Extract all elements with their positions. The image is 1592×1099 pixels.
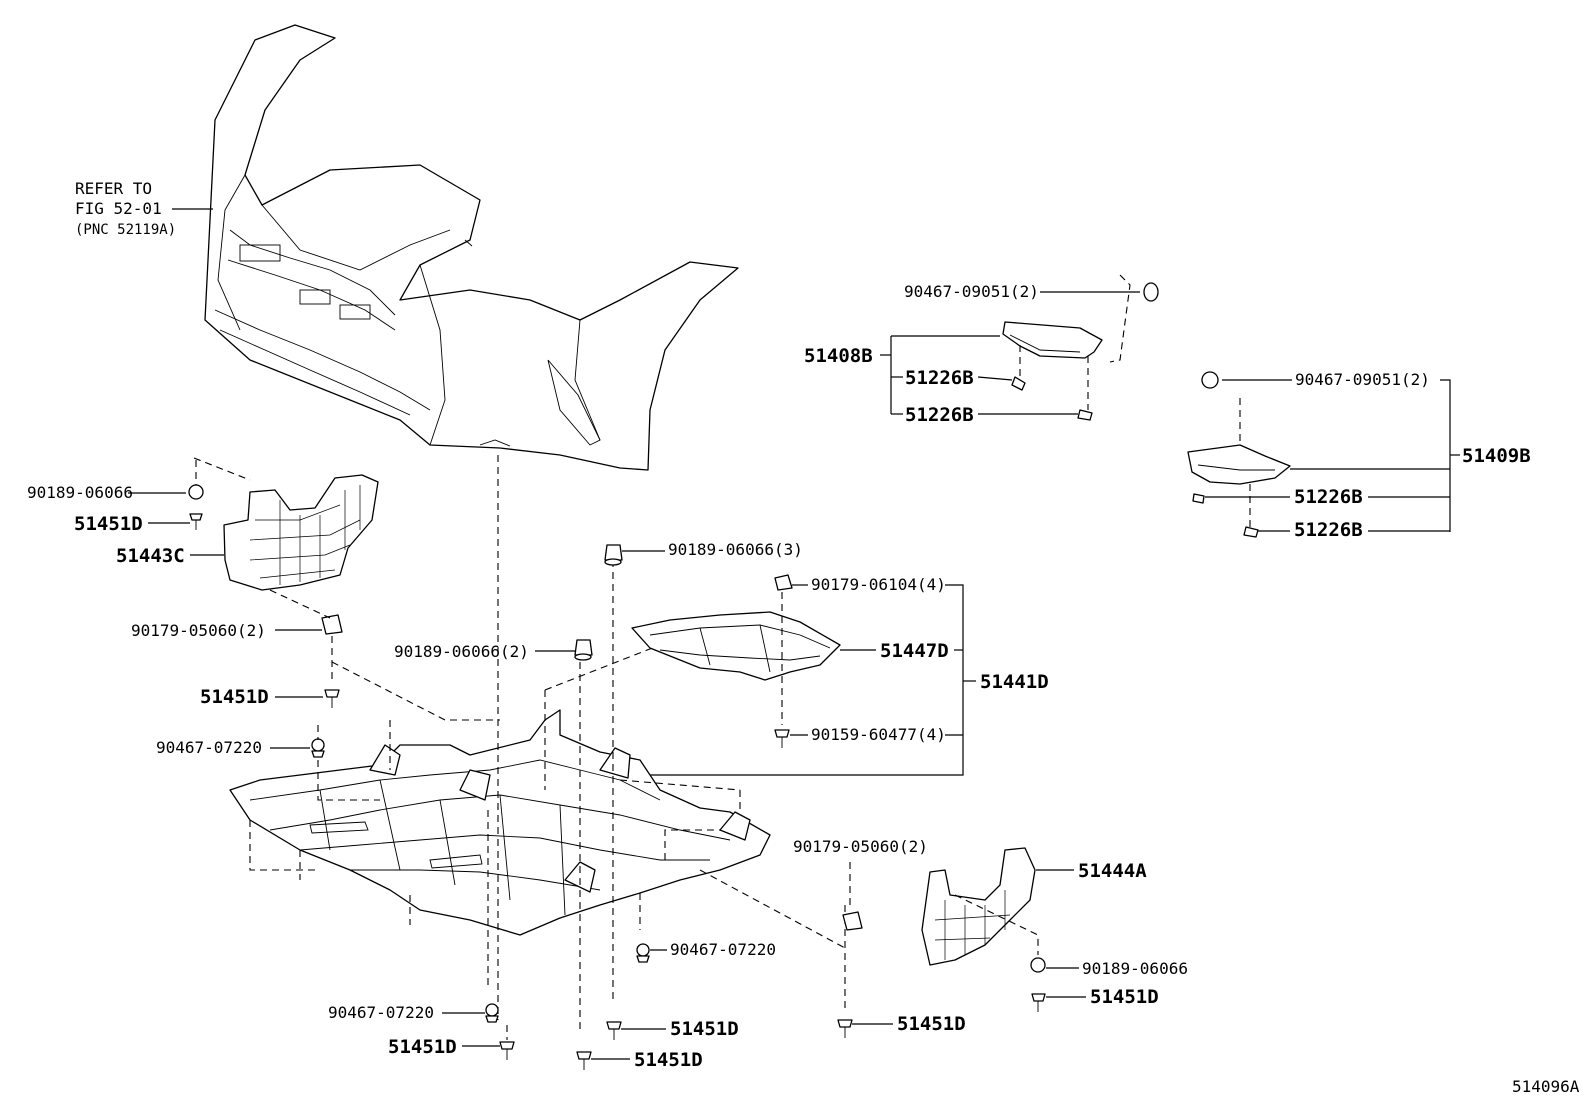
shield-51444a-illustration: [842, 847, 1046, 1012]
shield-51443c-illustration: [188, 474, 379, 635]
label-51444a: 51444A: [1078, 860, 1147, 882]
label-90467-07220-a: 90467-07220: [156, 738, 262, 757]
label-51226b-a: 51226B: [905, 367, 974, 389]
nut-90189-06066-3: [604, 544, 623, 566]
label-51226b-b: 51226B: [905, 404, 974, 426]
clip-90467-07220-a: [311, 738, 325, 758]
clip-90467-07220-b: [636, 943, 650, 963]
bracket-51408b-illustration: [1002, 282, 1159, 421]
label-90467-09051-2-a: 90467-09051(2): [904, 282, 1039, 301]
figure-id: 514096A: [1512, 1077, 1580, 1096]
label-90179-05060-2-b: 90179-05060(2): [793, 837, 928, 856]
label-51451d-e: 51451D: [634, 1049, 703, 1071]
reinforcement-51447d-illustration: [631, 574, 841, 748]
nut-90189-06066-2: [574, 639, 593, 661]
clip-90467-07220-c: [485, 1003, 499, 1023]
label-51226b-d: 51226B: [1294, 519, 1363, 541]
refer-to-line1: REFER TO: [75, 179, 152, 198]
label-51451d-b: 51451D: [200, 686, 269, 708]
label-51447d: 51447D: [880, 640, 949, 662]
bolt-51451d-g: [837, 1019, 853, 1038]
label-90467-09051-2-b: 90467-09051(2): [1295, 370, 1430, 389]
label-51451d-f: 51451D: [670, 1018, 739, 1040]
label-90467-07220-b: 90467-07220: [670, 940, 776, 959]
refer-to-line3: (PNC 52119A): [75, 222, 176, 238]
label-51451d-d: 51451D: [388, 1036, 457, 1058]
front-bumper-illustration: [204, 24, 739, 471]
label-51226b-c: 51226B: [1294, 486, 1363, 508]
label-51441d: 51441D: [980, 671, 1049, 693]
bolt-51451d-b: [324, 689, 340, 708]
label-90179-06104-4: 90179-06104(4): [811, 575, 946, 594]
label-51451d-c: 51451D: [1090, 986, 1159, 1008]
label-51443c: 51443C: [116, 545, 185, 567]
label-51408b: 51408B: [804, 345, 873, 367]
label-90189-06066-3: 90189-06066(3): [668, 540, 803, 559]
bolt-51451d-e: [576, 1051, 592, 1070]
label-90179-05060-2-a: 90179-05060(2): [131, 621, 266, 640]
label-51451d-a: 51451D: [74, 513, 143, 535]
label-90467-07220-c: 90467-07220: [328, 1003, 434, 1022]
label-90189-06066-2: 90189-06066(2): [394, 642, 529, 661]
bolt-51451d-f: [606, 1021, 622, 1040]
bracket-51409b-illustration: [1187, 371, 1291, 538]
engine-under-cover-illustration: [229, 709, 771, 936]
refer-to-line2: FIG 52-01: [75, 199, 162, 218]
label-90159-60477-4: 90159-60477(4): [811, 725, 946, 744]
bolt-51451d-d: [499, 1041, 515, 1060]
label-90189-06066-b: 90189-06066: [1082, 959, 1188, 978]
label-90189-06066-a: 90189-06066: [27, 483, 133, 502]
label-51451d-g: 51451D: [897, 1013, 966, 1035]
label-51409b: 51409B: [1462, 445, 1531, 467]
